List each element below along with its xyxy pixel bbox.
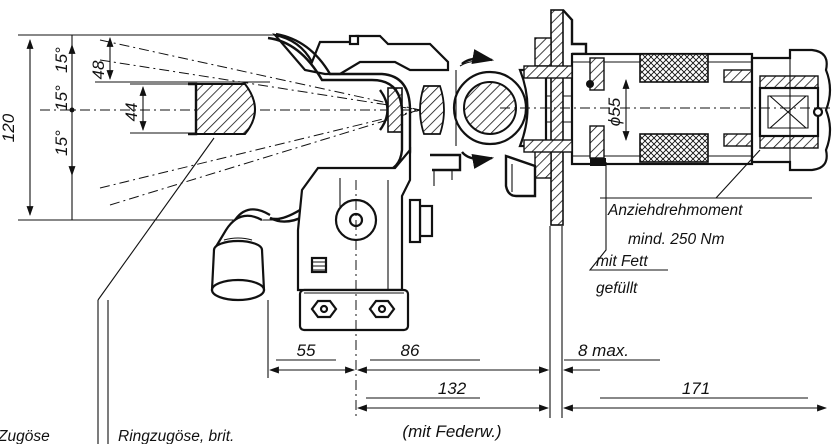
angle-up-label: 15° xyxy=(52,47,71,73)
dimension-55-label: 55 xyxy=(297,341,316,360)
coupling-housing xyxy=(210,32,462,332)
torque-label-line1: Anziehdrehmoment xyxy=(607,202,743,219)
damper-housing xyxy=(523,52,761,166)
lever-handle xyxy=(210,208,271,302)
coupling-pin xyxy=(452,49,528,169)
eye-left-label: Zugöse xyxy=(0,428,50,444)
dimension-132-note: (mit Federw.) xyxy=(402,422,501,441)
dimension-phi55: ϕ55 xyxy=(500,79,830,141)
grease-nipple xyxy=(310,256,328,274)
eye-right-label: Ringzugöse, brit. xyxy=(118,428,234,444)
torque-label-line2: mind. 250 Nm xyxy=(628,231,725,248)
drawbar-eye-section xyxy=(188,82,403,136)
dimension-171-label: 171 xyxy=(682,379,710,398)
grease-label-line1: mit Fett xyxy=(596,253,648,270)
dimension-86-label: 86 xyxy=(401,341,420,360)
dimension-44-label: 44 xyxy=(122,103,141,122)
dimension-phi55-label: ϕ55 xyxy=(605,97,624,126)
eye-leaders: Zugöse Ringzugöse, brit. xyxy=(0,137,234,444)
bolt-left xyxy=(310,299,338,319)
dimension-120-label: 120 xyxy=(0,113,18,142)
mounting-plate xyxy=(504,9,588,226)
dimension-48-label: 48 xyxy=(89,60,108,79)
end-nut xyxy=(750,48,832,172)
dimension-44: 44 xyxy=(122,83,200,134)
dimension-8max-label: 8 max. xyxy=(578,341,629,360)
angle-down-label: 15° xyxy=(52,130,71,156)
grease-label: mit Fett gefüllt xyxy=(588,162,668,297)
dimension-48: 48 xyxy=(89,34,270,83)
bolt-right xyxy=(368,299,396,319)
dimension-132-label: 132 xyxy=(438,379,467,398)
grease-label-line2: gefüllt xyxy=(596,280,638,297)
bottom-dimensions: 55 86 8 max. 132 (mit Federw.) 171 xyxy=(267,180,827,441)
torque-label: Anziehdrehmoment mind. 250 Nm xyxy=(600,149,812,248)
angle-up-label-2: 15° xyxy=(52,85,71,111)
